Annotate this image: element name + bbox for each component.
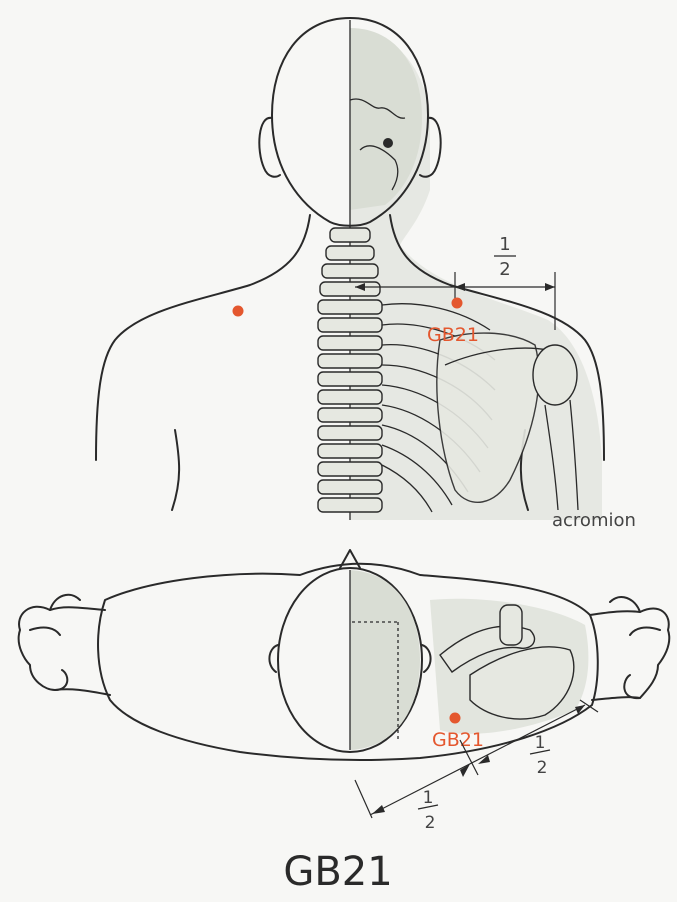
acromion-label: acromion [552,510,636,531]
top-acromion [500,605,522,645]
back-half-num: 1 [499,234,510,255]
top-right-ear [422,645,431,672]
left-arm-inner [172,430,179,510]
left-hand [19,595,80,690]
body-outline [96,215,310,460]
top-half-right-num: 1 [535,733,546,753]
humerus-head [533,345,577,405]
gb21-left-point [233,306,244,317]
left-arm-outline [50,607,110,695]
back-half-den: 2 [499,259,510,280]
diagram-title: GB21 [283,849,392,895]
top-view: GB21 1 2 1 2 [19,550,670,833]
top-half-right-den: 2 [537,758,548,778]
gb21-top-point [450,713,461,724]
back-view: 1 2 GB21 acromion [96,18,636,531]
gb21-right-point [452,298,463,309]
left-ear [259,118,280,177]
top-head-shading [350,570,420,750]
top-half-bottom-den: 2 [425,813,436,833]
mastoid-landmark [383,138,393,148]
gb21-back-label: GB21 [427,324,479,346]
top-left-ear [269,645,278,672]
gb21-top-label: GB21 [432,729,484,751]
top-half-bottom-num: 1 [423,788,434,808]
